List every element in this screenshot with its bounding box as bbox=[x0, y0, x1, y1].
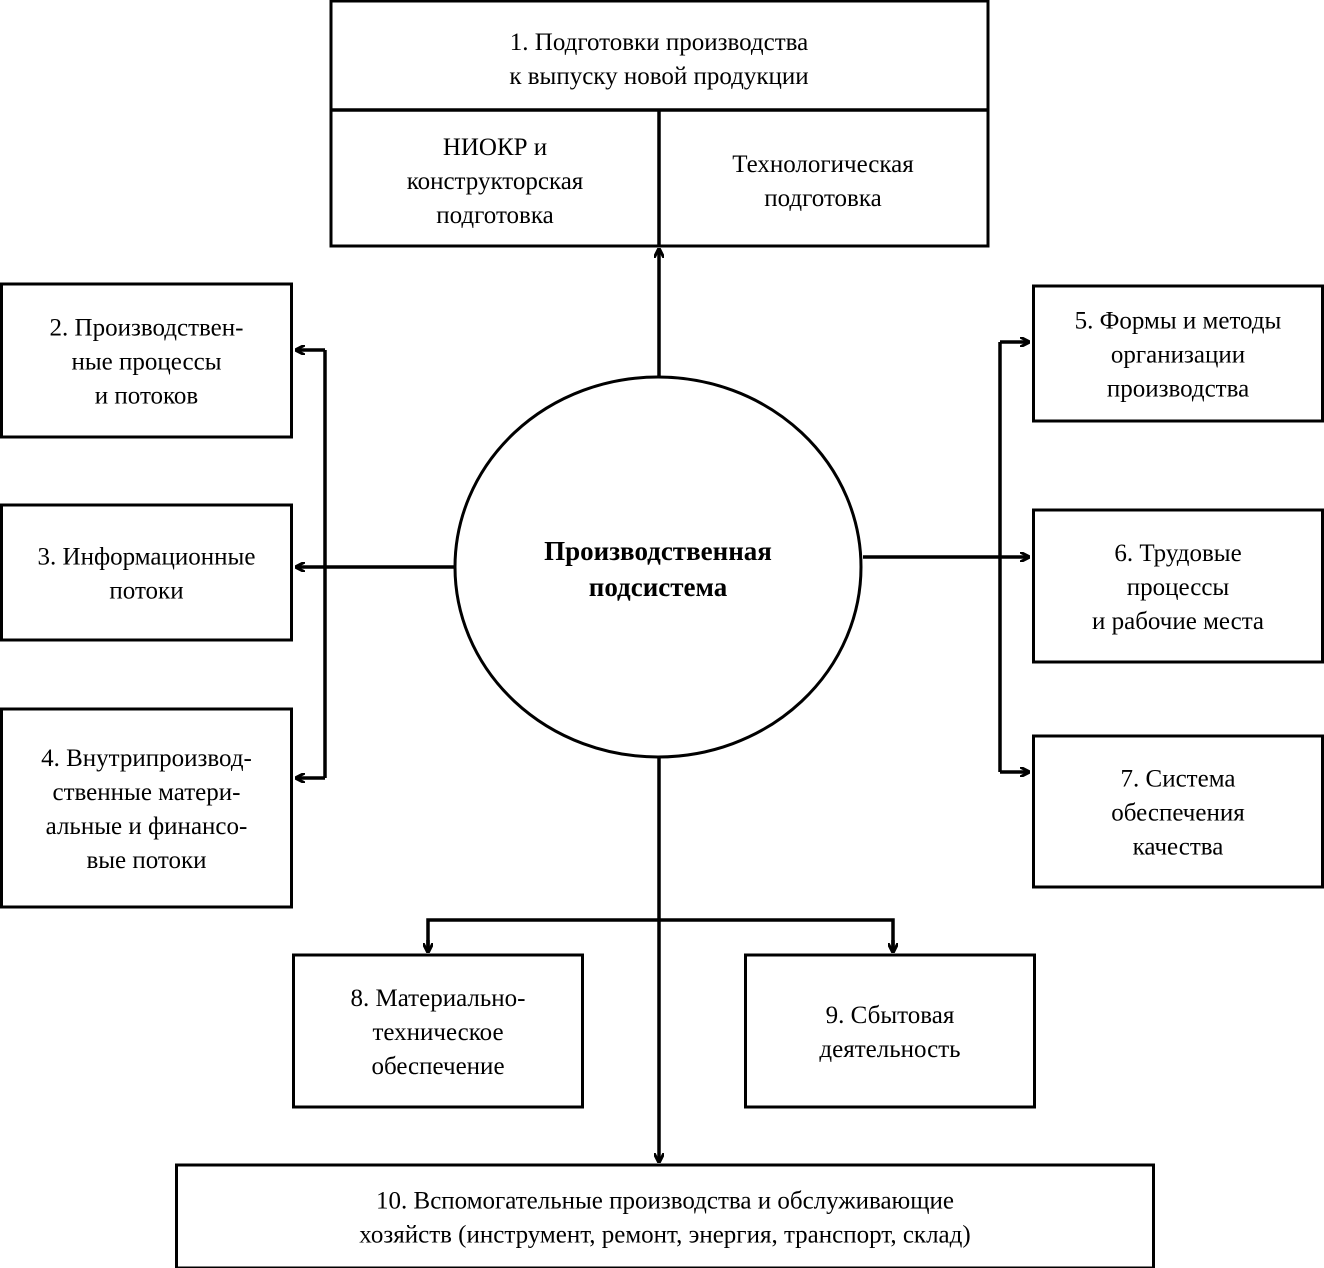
box-7-line1: 7. Система bbox=[1121, 766, 1236, 793]
box-4-line2: ственные матери- bbox=[52, 779, 240, 806]
box-7-line3: качества bbox=[1133, 834, 1224, 861]
box-4-line3: альные и финансо- bbox=[46, 813, 248, 840]
connectors bbox=[297, 250, 1028, 1161]
box-9-line2: деятельность bbox=[819, 1036, 960, 1063]
box-3-line1: 3. Информационные bbox=[38, 544, 256, 571]
box-4-line4: вые потоки bbox=[86, 847, 206, 874]
box-1-preparation: 1. Подготовки производства к выпуску нов… bbox=[329, 0, 990, 248]
box-4-line1: 4. Внутрипроизвод- bbox=[41, 745, 252, 772]
box-6: 6. Трудовые процессы и рабочие места bbox=[1032, 508, 1324, 664]
box-3-line2: потоки bbox=[109, 578, 183, 605]
box-5-line2: организации bbox=[1111, 342, 1245, 369]
bottom-branch bbox=[426, 918, 895, 951]
box-1-left-line3: подготовка bbox=[436, 202, 553, 229]
box-7-line2: обеспечения bbox=[1111, 800, 1245, 827]
box-1-left-line2: конструкторская bbox=[407, 168, 584, 195]
box-8: 8. Материально-техническое обеспечение bbox=[292, 953, 584, 1109]
box-4: 4. Внутрипроизвод-ственные матери-альные… bbox=[0, 707, 293, 909]
box-1-left-line1: НИОКР и bbox=[443, 134, 547, 161]
box-9-line1: 9. Сбытовая bbox=[826, 1002, 955, 1029]
box-5-line1: 5. Формы и методы bbox=[1075, 308, 1282, 335]
box-1-right-line1: Технологическая bbox=[732, 151, 914, 178]
box-6-line3: и рабочие места bbox=[1092, 608, 1264, 635]
box-6-line2: процессы bbox=[1127, 574, 1230, 601]
box-10: 10. Вспомогательные производства и обслу… bbox=[175, 1163, 1155, 1268]
center-label-line2: подсистема bbox=[589, 572, 728, 602]
box-9: 9. Сбытовая деятельность bbox=[744, 953, 1036, 1109]
box-8-line1: 8. Материально- bbox=[351, 985, 526, 1012]
box-3: 3. Информационные потоки bbox=[0, 503, 293, 642]
box-7: 7. Система обеспечения качества bbox=[1032, 734, 1324, 889]
box-8-line2: техническое bbox=[372, 1019, 503, 1046]
center-node: Производственная подсистема bbox=[453, 375, 863, 759]
box-6-line1: 6. Трудовые bbox=[1114, 540, 1241, 567]
box-1-title-line1: 1. Подготовки производства bbox=[510, 29, 808, 56]
box-2-line2: ные процессы bbox=[72, 349, 222, 376]
center-label-line1: Производственная bbox=[544, 536, 772, 566]
box-2: 2. Производствен-ные процессы и потоков bbox=[0, 282, 293, 439]
box-5-line3: производства bbox=[1107, 376, 1249, 403]
box-10-line2: хозяйств (инструмент, ремонт, энергия, т… bbox=[359, 1222, 970, 1249]
box-1-right-line2: подготовка bbox=[764, 185, 881, 212]
box-1-title-line2: к выпуску новой продукции bbox=[509, 63, 808, 90]
box-2-line1: 2. Производствен- bbox=[50, 315, 244, 342]
box-8-line3: обеспечение bbox=[371, 1053, 504, 1080]
box-10-line1: 10. Вспомогательные производства и обслу… bbox=[376, 1188, 954, 1215]
box-2-line3: и потоков bbox=[95, 383, 198, 410]
box-5: 5. Формы и методы организации производства bbox=[1032, 284, 1324, 423]
